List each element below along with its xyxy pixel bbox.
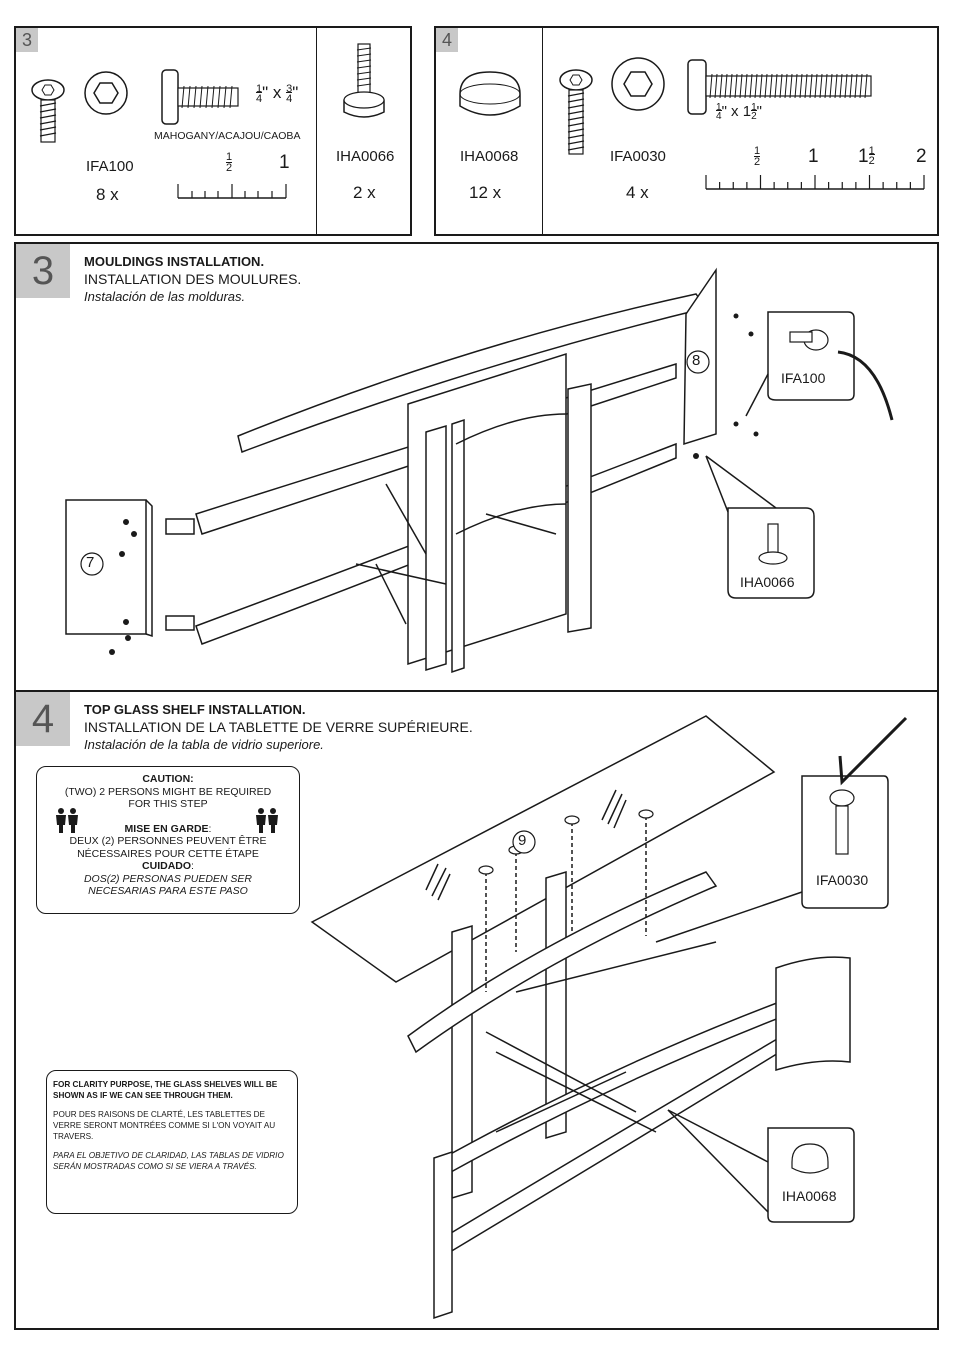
step4-title-es: Instalación de la tabla de vidrio superi… — [84, 737, 324, 752]
side-screw-icon — [161, 69, 239, 125]
bumper-iha0068-icon — [459, 71, 521, 116]
part8-marker — [686, 350, 710, 374]
ifa0030-qty: 4 x — [626, 183, 649, 202]
caution-line1: (TWO) 2 PERSONS MIGHT BE REQUIRED — [64, 785, 272, 798]
caution-fr-line1: DEUX (2) PERSONNES PEUVENT ÊTRE — [69, 835, 267, 847]
two-persons-icon — [256, 808, 278, 833]
size-sep: " x — [262, 83, 287, 102]
parts-step-tab: 3 — [16, 28, 38, 52]
step3-title-es: Instalación de las molduras. — [84, 289, 246, 304]
step4-title-en: TOP GLASS SHELF INSTALLATION. — [84, 702, 306, 717]
side-screw-icon — [687, 59, 872, 115]
clarity-fr: POUR DES RAISONS DE CLARTÉ, LES TABLETTE… — [53, 1110, 276, 1141]
screw-ifa100-icon — [31, 79, 65, 143]
ifa100-qty: 8 x — [96, 185, 119, 204]
callout-iha0066-label: IHA0066 — [740, 574, 795, 590]
caution-line2: FOR THIS STEP — [128, 798, 208, 810]
clarity-es: PARA EL OBJETIVO DE CLARIDAD, LAS TABLAS… — [53, 1151, 284, 1171]
iha0066-code: IHA0066 — [336, 148, 395, 165]
step4-panel: 4 TOP GLASS SHELF INSTALLATION. INSTALLA… — [14, 690, 939, 1330]
leveler-iha0066-icon — [343, 43, 385, 118]
parts-step-tab: 4 — [436, 28, 458, 52]
iha0066-qty: 2 x — [353, 183, 376, 202]
two-persons-icon — [56, 808, 78, 833]
iha0068-code: IHA0068 — [460, 148, 519, 165]
mise-en-garde-title: MISE EN GARDE: — [124, 822, 212, 835]
parts-divider — [542, 28, 543, 234]
glass-shelf-diagram — [310, 715, 908, 1320]
hex-head-icon — [611, 57, 665, 111]
callout-iha0068-label: IHA0068 — [782, 1188, 837, 1204]
clarity-en: FOR CLARITY PURPOSE, THE GLASS SHELVES W… — [53, 1080, 278, 1100]
ruler-graphic — [705, 175, 925, 190]
step3-title-fr: INSTALLATION DES MOULURES. — [84, 271, 302, 287]
ifa100-code: IFA100 — [86, 158, 134, 175]
cuidado-title: CUIDADO: — [142, 860, 194, 872]
clarity-note: FOR CLARITY PURPOSE, THE GLASS SHELVES W… — [46, 1070, 298, 1214]
ruler-one: 1 — [808, 146, 819, 167]
ruler-graphic — [177, 184, 287, 199]
step3-number: 3 — [16, 244, 70, 298]
caution-title: CAUTION: — [142, 773, 194, 785]
ifa0030-code: IFA0030 — [610, 148, 666, 165]
screw-ifa0030-icon — [559, 69, 593, 155]
caution-note: CAUTION: (TWO) 2 PERSONS MIGHT BE REQUIR… — [36, 766, 300, 914]
step3-panel: 3 MOULDINGS INSTALLATION. INSTALLATION D… — [14, 242, 939, 692]
part8-label: 8 — [692, 352, 701, 369]
part7-label: 7 — [86, 554, 95, 571]
step4-title-fr: INSTALLATION DE LA TABLETTE DE VERRE SUP… — [84, 719, 473, 735]
frac-den: 4 — [286, 91, 293, 105]
mouldings-diagram — [65, 267, 894, 674]
part7-marker — [80, 552, 104, 576]
ruler-one: 1 — [279, 152, 290, 173]
parts-divider — [316, 28, 317, 234]
step3-title-en: MOULDINGS INSTALLATION. — [84, 254, 265, 269]
caution-es-line2: NECESARIAS PARA ESTE PASO — [88, 885, 248, 897]
frac-num: 1 — [256, 82, 263, 95]
part9-marker — [512, 830, 536, 854]
callout-ifa100-label: IFA100 — [781, 370, 826, 386]
part9-label: 9 — [518, 832, 527, 849]
iha0068-qty: 12 x — [469, 183, 502, 202]
size-end: " — [292, 83, 299, 102]
caution-fr-line2: NÉCESSAIRES POUR CETTE ÉTAPE — [77, 847, 259, 860]
callout-ifa0030-label: IFA0030 — [816, 872, 869, 888]
hex-head-icon — [84, 71, 128, 115]
ruler-two: 2 — [916, 146, 927, 167]
material-label: MAHOGANY/ACAJOU/CAOBA — [154, 130, 301, 142]
caution-es-line1: DOS(2) PERSONAS PUEDEN SER — [83, 872, 253, 885]
frac-den: 4 — [256, 91, 263, 105]
step4-number: 4 — [16, 692, 70, 746]
frac-num: 3 — [286, 82, 293, 95]
